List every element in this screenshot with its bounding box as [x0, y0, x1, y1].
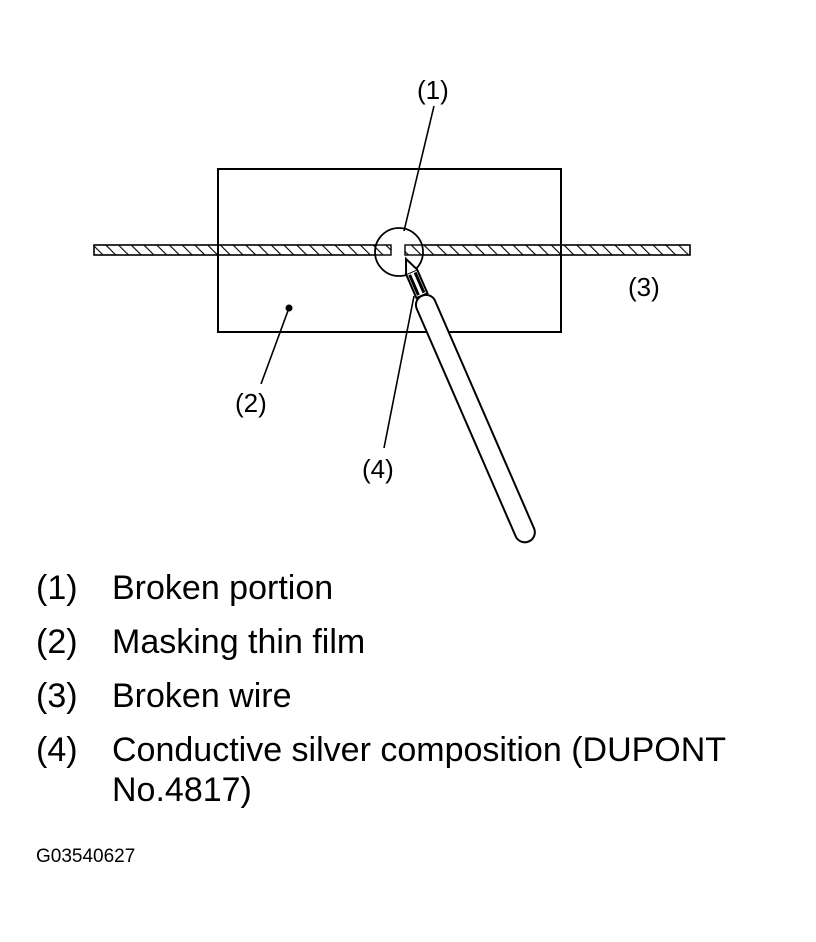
callout-4: (4) [362, 454, 394, 484]
applicator-pen [404, 256, 536, 544]
figure-code: G03540627 [36, 846, 136, 867]
legend-number: (2) [36, 623, 78, 661]
legend-list: (1) Broken portion (2) Masking thin film… [36, 568, 796, 824]
legend-number: (4) [36, 731, 78, 769]
leader-line-2 [260, 307, 290, 385]
callout-2: (2) [235, 388, 267, 418]
legend-text: Conductive silver composition (DUPONT No… [112, 731, 726, 809]
legend-item-masking-film: (2) Masking thin film [36, 622, 796, 662]
legend-text: Broken wire [112, 677, 292, 715]
legend-number: (1) [36, 569, 78, 607]
legend-item-broken-wire: (3) Broken wire [36, 676, 796, 716]
legend-text: Broken portion [112, 569, 334, 607]
leader-line-1 [403, 105, 435, 232]
leader-line-4 [383, 295, 415, 449]
legend-item-silver-composition: (4) Conductive silver composition (DUPON… [36, 730, 796, 810]
legend-item-broken-portion: (1) Broken portion [36, 568, 796, 608]
callout-3: (3) [628, 272, 660, 302]
leader-dot-2 [285, 304, 293, 312]
legend-text: Masking thin film [112, 623, 366, 661]
repair-diagram: (1) (2) (3) (4) [93, 75, 691, 544]
callout-1: (1) [417, 75, 449, 105]
legend-number: (3) [36, 677, 78, 715]
